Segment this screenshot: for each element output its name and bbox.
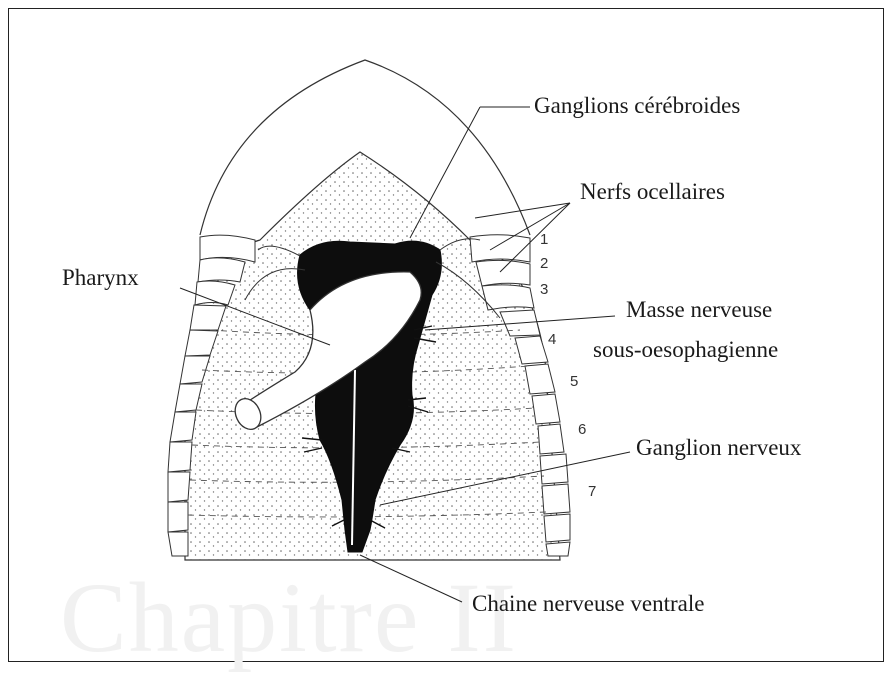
label-masse-nerveuse: Masse nerveuse	[626, 298, 772, 321]
label-chaine-nerveuse-ventrale: Chaine nerveuse ventrale	[472, 592, 704, 615]
segment-number: 1	[540, 232, 548, 247]
label-nerfs-ocellaires: Nerfs ocellaires	[580, 180, 725, 203]
label-ganglion-nerveux: Ganglion nerveux	[636, 436, 801, 459]
segment-number: 7	[588, 484, 596, 499]
segment-number: 4	[548, 332, 556, 347]
segment-number: 2	[540, 256, 548, 271]
label-pharynx: Pharynx	[62, 266, 139, 289]
label-ganglions-cerebroides: Ganglions cérébroides	[534, 94, 740, 117]
segment-number: 5	[570, 374, 578, 389]
segment-number: 3	[540, 282, 548, 297]
label-sous-oesophagienne: sous-oesophagienne	[593, 338, 778, 361]
segment-number: 6	[578, 422, 586, 437]
